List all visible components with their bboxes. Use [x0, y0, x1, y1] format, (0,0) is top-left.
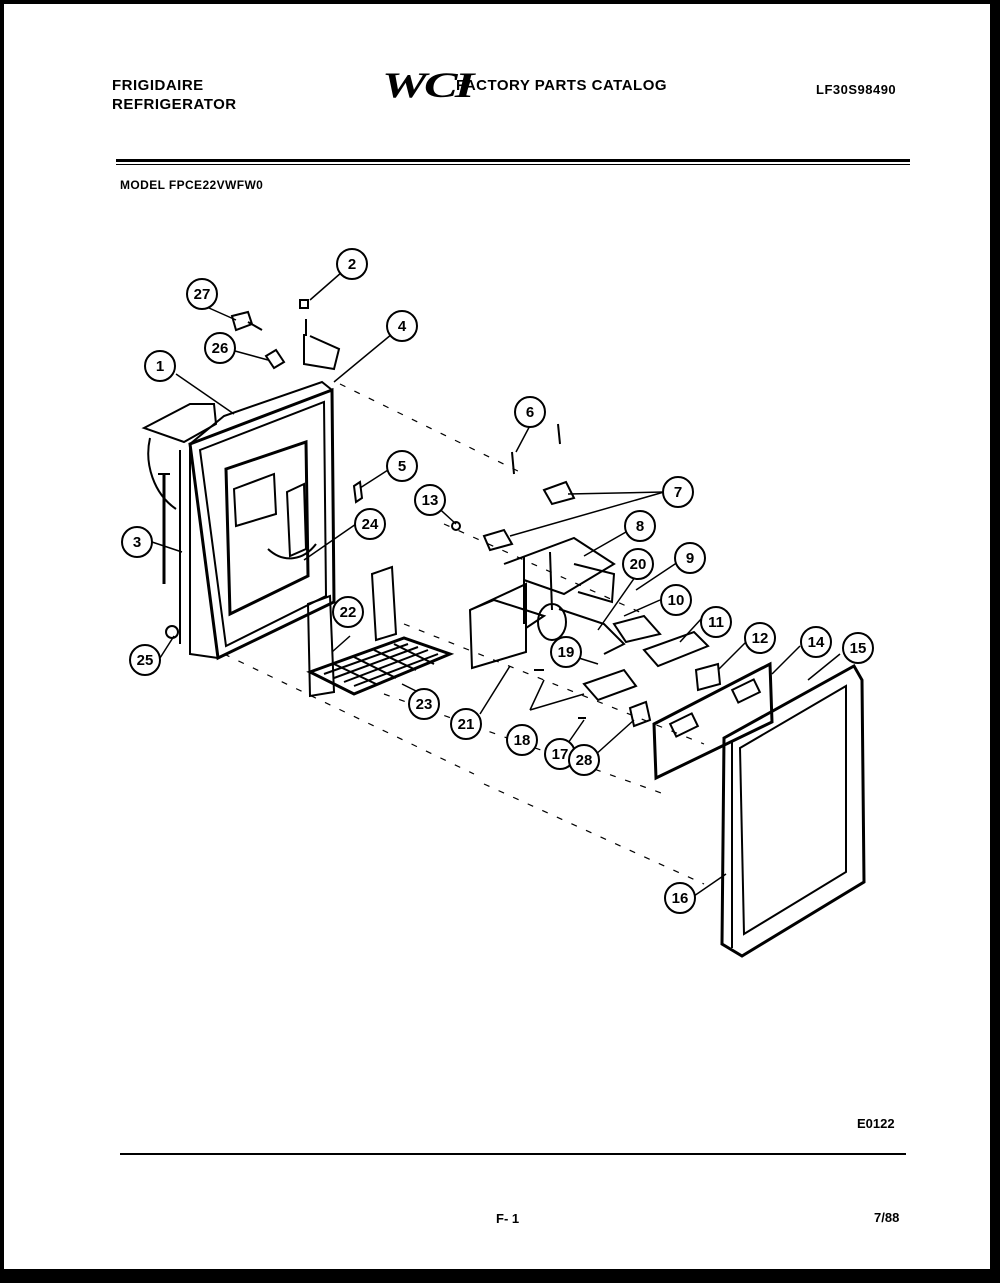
dispenser-door-frame: [720, 663, 866, 958]
drip-grille: [306, 636, 455, 696]
svg-text:27: 27: [194, 286, 211, 303]
callout-4: 4: [386, 310, 418, 342]
svg-text:3: 3: [133, 534, 141, 551]
callout-22: 22: [332, 596, 364, 628]
callout-20: 20: [622, 548, 654, 580]
svg-text:28: 28: [576, 752, 593, 769]
svg-text:17: 17: [552, 746, 569, 763]
bracket-part: [370, 565, 398, 642]
svg-text:10: 10: [668, 592, 685, 609]
switch-part: [230, 310, 263, 332]
header-rule: [116, 159, 910, 162]
svg-text:20: 20: [630, 556, 647, 573]
callout-2: 2: [336, 248, 368, 280]
callout-11: 11: [700, 606, 732, 638]
svg-text:22: 22: [340, 604, 357, 621]
svg-text:25: 25: [137, 652, 154, 669]
callout-1: 1: [144, 350, 176, 382]
svg-text:7: 7: [674, 484, 682, 501]
catalog-page: FRIGIDAIRE REFRIGERATOR WCI FACTORY PART…: [4, 4, 990, 1269]
svg-text:4: 4: [398, 318, 407, 335]
callout-19: 19: [550, 636, 582, 668]
callout-27: 27: [186, 278, 218, 310]
page-number: F- 1: [496, 1211, 520, 1226]
svg-text:9: 9: [686, 550, 694, 567]
solenoid-part: [642, 630, 710, 668]
svg-text:16: 16: [672, 890, 689, 907]
callout-25: 25: [129, 644, 161, 676]
svg-text:19: 19: [558, 644, 575, 661]
callout-14: 14: [800, 626, 832, 658]
svg-text:2: 2: [348, 256, 356, 273]
brand-block: FRIGIDAIRE REFRIGERATOR: [112, 76, 237, 114]
catalog-date: 7/88: [874, 1210, 900, 1225]
ice-chute-assembly: [468, 536, 626, 670]
callout-21: 21: [450, 708, 482, 740]
callout-26: 26: [204, 332, 236, 364]
callout-3: 3: [121, 526, 153, 558]
svg-text:18: 18: [514, 732, 531, 749]
svg-text:26: 26: [212, 340, 229, 357]
svg-text:8: 8: [636, 518, 644, 535]
callout-9: 9: [674, 542, 706, 574]
exploded-parts-diagram: 1 2 3 4 5 6 7 8 9 10 11 12 13 14 15 16 1…: [121, 248, 874, 958]
dispenser-housing: [141, 319, 341, 661]
svg-text:12: 12: [752, 630, 769, 647]
callout-7: 7: [662, 476, 694, 508]
callout-12: 12: [744, 622, 776, 654]
svg-text:13: 13: [422, 492, 439, 509]
callout-24: 24: [354, 508, 386, 540]
svg-text:24: 24: [362, 516, 379, 533]
svg-text:23: 23: [416, 696, 433, 713]
callout-8: 8: [624, 510, 656, 542]
callout-18: 18: [506, 724, 538, 756]
svg-text:14: 14: [808, 634, 825, 651]
svg-text:5: 5: [398, 458, 406, 475]
model-number: MODEL FPCE22VWFW0: [120, 178, 264, 192]
svg-text:6: 6: [526, 404, 534, 421]
callout-15: 15: [842, 632, 874, 664]
callout-10: 10: [660, 584, 692, 616]
control-panel: [652, 661, 774, 781]
actuator-part: [694, 662, 722, 692]
svg-text:1: 1: [156, 358, 164, 375]
callout-13: 13: [414, 484, 446, 516]
svg-text:15: 15: [850, 640, 867, 657]
header-rule-thin: [116, 164, 910, 165]
footer-rule: [120, 1153, 906, 1155]
brand-name: FRIGIDAIRE: [112, 77, 204, 94]
catalog-title: FACTORY PARTS CATALOG: [456, 77, 668, 94]
callout-6: 6: [514, 396, 546, 428]
paddle-part: [306, 594, 336, 698]
callout-16: 16: [664, 882, 696, 914]
drawing-code: E0122: [857, 1116, 895, 1131]
callout-23: 23: [408, 688, 440, 720]
svg-text:11: 11: [708, 614, 724, 631]
callout-28: 28: [568, 744, 600, 776]
callout-5: 5: [386, 450, 418, 482]
wci-logo: WCI: [382, 65, 474, 105]
spring-part: [264, 348, 286, 370]
product-type: REFRIGERATOR: [112, 96, 237, 113]
catalog-number: LF30S98490: [816, 82, 897, 97]
switch-bracket: [542, 480, 576, 506]
svg-text:21: 21: [458, 716, 475, 733]
nut-part: [165, 625, 179, 639]
